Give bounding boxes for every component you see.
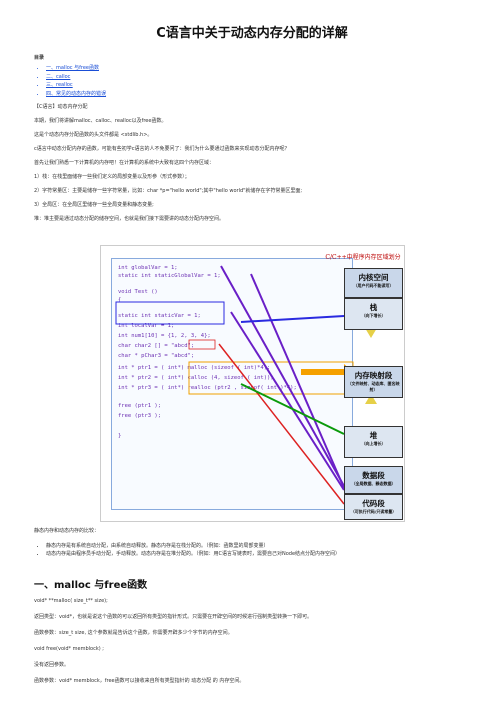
intro-line: c语言中动态分配内存的函数，可能有些初学c语言的人不免要问了：我们为什么要通过函…	[34, 146, 290, 152]
region-subtitle: （向下增长）	[361, 313, 386, 318]
region-title: 栈	[369, 303, 378, 312]
intro-line: 【C语言】动态内存分配	[34, 104, 88, 110]
code-line: int * ptr2 = ( int*) calloc (4, sizeof (…	[118, 375, 274, 381]
table-of-contents: 一、malloc 与free函数 二、calloc 三、realloc 四、常见…	[34, 64, 106, 98]
code-line: {	[118, 297, 122, 303]
intro-line: 3）全局区：在全局区里储存一些全局变量和静态变量;	[34, 202, 154, 208]
region-subtitle: （向上增长）	[361, 441, 386, 446]
arrow-stack-down	[365, 328, 377, 338]
code-line: char * pChar3 = "abcd";	[118, 353, 195, 359]
code-line: free (ptr3 );	[118, 413, 162, 419]
code-line: free (ptr1 );	[118, 403, 162, 409]
string-highlight-box	[188, 339, 216, 350]
intro-line: 首先让我们熟悉一下计算机的内存吧！在计算机的系统中大致有这四个内存区域：	[34, 160, 215, 166]
arrow-string-to-code	[218, 343, 345, 505]
toc-heading: 目录	[34, 55, 45, 61]
toc-link-common-errors[interactable]: 四、常见的动态内存的错误	[46, 90, 106, 99]
intro-line: 1）栈：在栈里面储存一些我们定义的局部变量以及形参（形式参数）；	[34, 174, 190, 180]
list-item: 动态内存是由程序员手动分配，手动释放。动态内存是在堆分配的。（例如：用C语言写链…	[46, 550, 340, 558]
intro-line: 堆：堆主要是通过动态分配的储存空间，也就是我们接下需要讲的动态分配内存空间。	[34, 216, 225, 222]
code-line: }	[118, 433, 122, 439]
compare-lead: 静态内存和动态内存的比较：	[34, 528, 100, 534]
intro-line: 这是个动态内存分配函数的头文件都是 <stdlib.h>。	[34, 132, 153, 138]
arrow-staticglobal-to-data	[250, 273, 345, 489]
section-line: void free(void* memblock) ;	[34, 646, 104, 652]
code-line: int * ptr1 = ( int*) malloc (sizeof ( in…	[118, 365, 271, 371]
arrow-ptr-to-heap	[240, 383, 345, 435]
region-title: 内存映射段	[354, 371, 393, 380]
section-line: 返回类型：void*，也就是说这个函数的可以返回所有类型的指针形式。只需要在开辟…	[34, 614, 313, 620]
code-line: static int staticVar = 1;	[118, 313, 201, 319]
intro-line: 2）字符常量区：主要是储存一些字符常量，比如：char *p="hello wo…	[34, 188, 303, 194]
toc-link-realloc[interactable]: 三、realloc	[46, 81, 106, 90]
arrow-static-to-data	[230, 311, 345, 491]
region-title: 代码段	[362, 499, 385, 508]
section-line: 函数参数：void* memblock，free函数可以接收来自所有类型指针的 …	[34, 678, 245, 684]
code-line: int globalVar = 1;	[118, 265, 178, 271]
toc-link-malloc-free[interactable]: 一、malloc 与free函数	[46, 64, 106, 73]
code-line: void Test ()	[118, 289, 158, 295]
region-subtitle: （可执行代码/只读常量）	[350, 509, 397, 514]
code-line: static int staticGlobalVar = 1;	[118, 273, 221, 279]
section-heading: 一、malloc 与free函数	[34, 580, 148, 591]
toc-link-calloc[interactable]: 二、calloc	[46, 73, 106, 82]
arrow-global-to-data	[220, 265, 345, 487]
region-mmap: 内存映射段 （文件映射、动态库、匿名映射）	[344, 366, 403, 398]
intro-line: 本期，我们将讲解malloc、calloc、realloc以及free函数。	[34, 118, 167, 124]
region-title: 内核空间	[358, 273, 389, 282]
memory-layout-figure: int globalVar = 1; static int staticGlob…	[100, 245, 405, 522]
code-line: int localVar = 1;	[118, 323, 175, 329]
section-line: 没有返回参数。	[34, 662, 70, 668]
region-data: 数据段 （全局数据、静态数据）	[344, 466, 403, 494]
region-subtitle: （用户代码不能读写）	[353, 283, 394, 288]
region-subtitle: （全局数据、静态数据）	[351, 481, 396, 486]
arrow-heap-up	[365, 394, 377, 404]
code-line: int num1[10] = {1, 2, 3, 4};	[118, 333, 211, 339]
region-title: 数据段	[362, 471, 385, 480]
arrow-heap-shaft	[301, 369, 344, 375]
region-heap: 堆 （向上增长）	[344, 426, 403, 458]
memory-region-title: C/C++中程序内存区域划分	[325, 254, 401, 261]
region-subtitle: （文件映射、动态库、匿名映射）	[347, 381, 400, 392]
static-highlight-box	[115, 301, 225, 325]
region-stack: 栈 （向下增长）	[344, 298, 403, 330]
region-code: 代码段 （可执行代码/只读常量）	[344, 494, 403, 520]
list-item: 静态内存是有系统自动分配，由系统自动释放。静态内存是在栈分配的。（例如：函数里的…	[46, 542, 340, 550]
code-panel: int globalVar = 1; static int staticGlob…	[111, 258, 353, 510]
article-title: C语言中关于动态内存分配的详解	[156, 26, 348, 41]
section-line: void* **malloc( size_t** size);	[34, 598, 108, 604]
region-kernel: 内核空间 （用户代码不能读写）	[344, 268, 403, 298]
heap-highlight-box	[188, 361, 354, 395]
code-line: int * ptr3 = ( int*) realloc (ptr2 , siz…	[118, 385, 297, 391]
section-line: 函数参数：size_t size, 这个参数就是告诉这个函数，你需要开辟多少个字…	[34, 630, 233, 636]
arrow-local-to-stack	[240, 315, 345, 323]
code-line: char char2 [] = "abcd";	[118, 343, 195, 349]
region-title: 堆	[369, 431, 378, 440]
compare-list: 静态内存是有系统自动分配，由系统自动释放。静态内存是在栈分配的。（例如：函数里的…	[34, 542, 340, 558]
